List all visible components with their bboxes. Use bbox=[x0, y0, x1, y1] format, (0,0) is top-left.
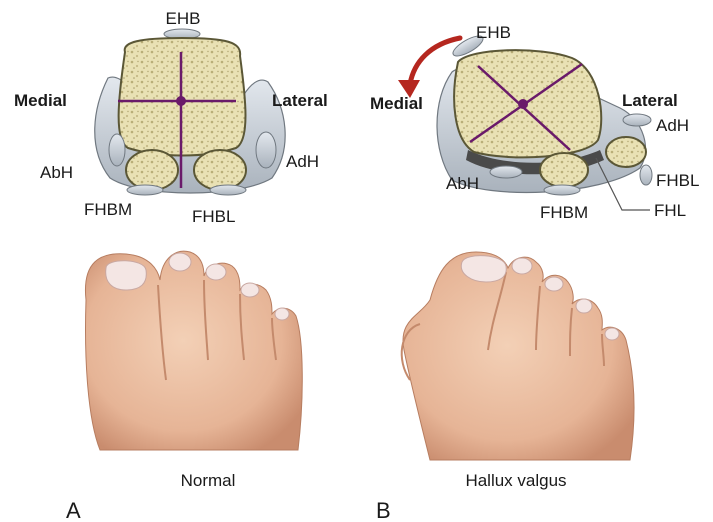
axis-center-a bbox=[176, 96, 186, 106]
axis-center-b bbox=[518, 99, 528, 109]
normal-foot-illustration bbox=[85, 251, 302, 450]
fhbl-tendon-b bbox=[640, 165, 652, 185]
caption-hallux-valgus: Hallux valgus bbox=[465, 471, 566, 490]
toe5-nail-a bbox=[275, 308, 289, 320]
label-fhbl-b: FHBL bbox=[656, 171, 699, 190]
toe4-nail-a bbox=[241, 283, 259, 297]
label-ehb-a: EHB bbox=[166, 9, 201, 28]
label-adh-a: AdH bbox=[286, 152, 319, 171]
toe5-nail-b bbox=[605, 328, 619, 340]
big-toe-nail-a bbox=[106, 261, 147, 290]
toe2-nail-b bbox=[512, 258, 532, 274]
panel-letter-a: A bbox=[66, 498, 81, 522]
toe2-nail-a bbox=[169, 253, 191, 271]
label-adh-b: AdH bbox=[656, 116, 689, 135]
abh-tendon-b bbox=[490, 166, 522, 178]
label-lateral-b: Lateral bbox=[622, 91, 678, 110]
medial-sesamoid-a bbox=[126, 150, 178, 190]
hallux-valgus-foot-illustration bbox=[402, 252, 634, 460]
label-fhbm-b: FHBM bbox=[540, 203, 588, 222]
fhbm-tendon-b bbox=[544, 185, 580, 195]
label-abh-b: AbH bbox=[446, 174, 479, 193]
abh-tendon-a bbox=[109, 134, 125, 166]
fhbl-tendon-a bbox=[210, 185, 246, 195]
adh-tendon-a bbox=[256, 132, 276, 168]
label-fhl-b: FHL bbox=[654, 201, 686, 220]
lateral-sesamoid-a bbox=[194, 150, 246, 190]
label-fhbl-a: FHBL bbox=[192, 207, 235, 226]
toe3-nail-b bbox=[545, 277, 563, 291]
label-ehb-b: EHB bbox=[476, 23, 511, 42]
label-abh-a: AbH bbox=[40, 163, 73, 182]
label-medial-a: Medial bbox=[14, 91, 67, 110]
caption-normal: Normal bbox=[181, 471, 236, 490]
toe4-nail-b bbox=[576, 299, 592, 313]
lateral-sesamoid-b bbox=[606, 137, 646, 167]
label-lateral-a: Lateral bbox=[272, 91, 328, 110]
toe3-nail-a bbox=[206, 264, 226, 280]
fhbm-tendon-a bbox=[127, 185, 163, 195]
panel-letter-b: B bbox=[376, 498, 391, 522]
medial-sesamoid-b bbox=[540, 153, 588, 187]
label-medial-b: Medial bbox=[370, 94, 423, 113]
panel-a-cross-section bbox=[95, 29, 285, 195]
label-fhbm-a: FHBM bbox=[84, 200, 132, 219]
valgus-foot-outline bbox=[403, 252, 634, 460]
adh-tendon-b bbox=[623, 114, 651, 126]
